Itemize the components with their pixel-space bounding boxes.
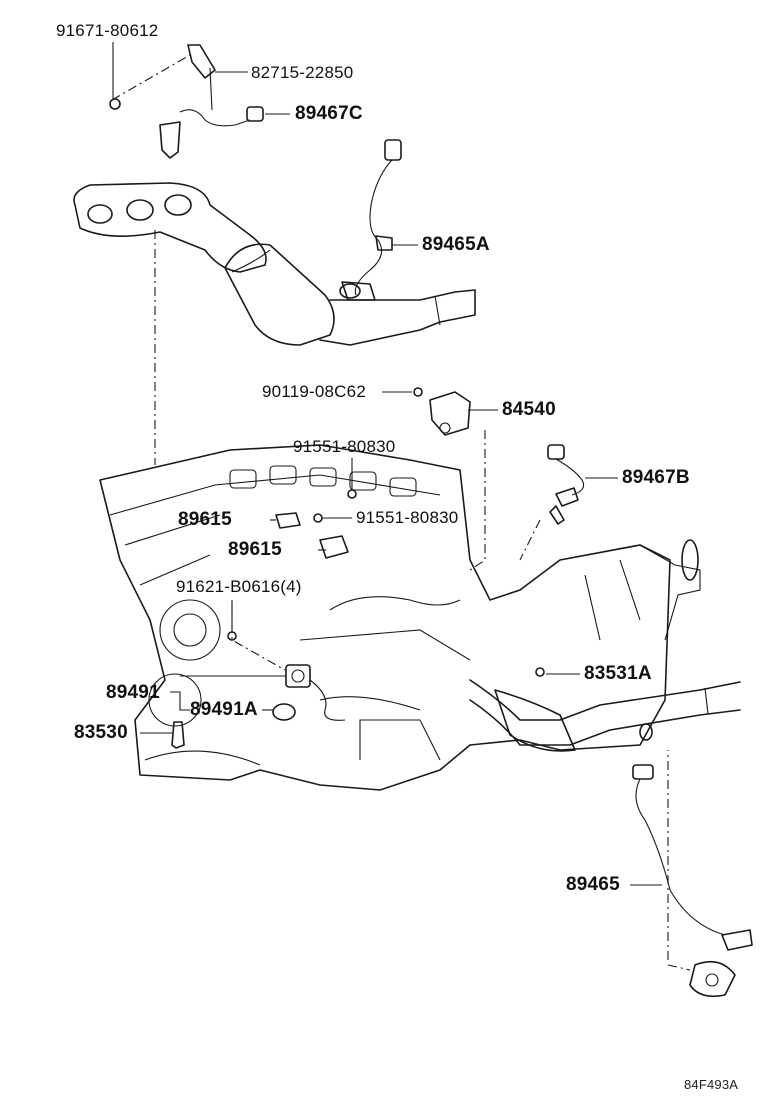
o2-sensor-89465a-drawing — [341, 139, 402, 301]
label-91551-80830-lower: 91551-80830 — [356, 508, 459, 527]
label-89615-upper: 89615 — [178, 509, 232, 530]
o2-sensor-89465-drawing — [632, 723, 753, 998]
sensor-84540-drawing — [413, 387, 471, 436]
o2-sensor-89467c-drawing — [159, 44, 264, 159]
front-catalytic-converter — [224, 243, 476, 346]
label-83530: 83530 — [74, 722, 128, 743]
label-91621-b0616: 91621-B0616(4) — [176, 577, 302, 596]
engine-block — [99, 444, 671, 791]
label-90119-08c62: 90119-08C62 — [262, 382, 366, 401]
leader-lines — [109, 42, 662, 886]
rear-exhaust-pipe — [469, 679, 741, 752]
front-exhaust-manifold — [73, 182, 267, 273]
label-89465a: 89465A — [422, 234, 490, 255]
label-89491a: 89491A — [190, 699, 258, 720]
label-89467b: 89467B — [622, 467, 690, 488]
figure-code: 84F493A — [684, 1077, 739, 1092]
guide-lines — [111, 54, 691, 971]
label-89467c: 89467C — [295, 103, 363, 124]
transmission — [559, 539, 701, 641]
label-89491: 89491 — [106, 682, 160, 703]
knock-sensors-drawing — [275, 489, 357, 559]
label-84540: 84540 — [502, 399, 556, 420]
label-89615-lower: 89615 — [228, 539, 282, 560]
label-82715-22850: 82715-22850 — [251, 63, 354, 82]
sensor-89491-drawing — [171, 631, 545, 749]
label-91551-80830-upper: 91551-80830 — [293, 437, 396, 456]
label-91671-80612: 91671-80612 — [56, 21, 159, 40]
o2-sensor-89467b-drawing — [547, 444, 585, 525]
label-89465: 89465 — [566, 874, 620, 895]
label-83531a: 83531A — [584, 663, 652, 684]
